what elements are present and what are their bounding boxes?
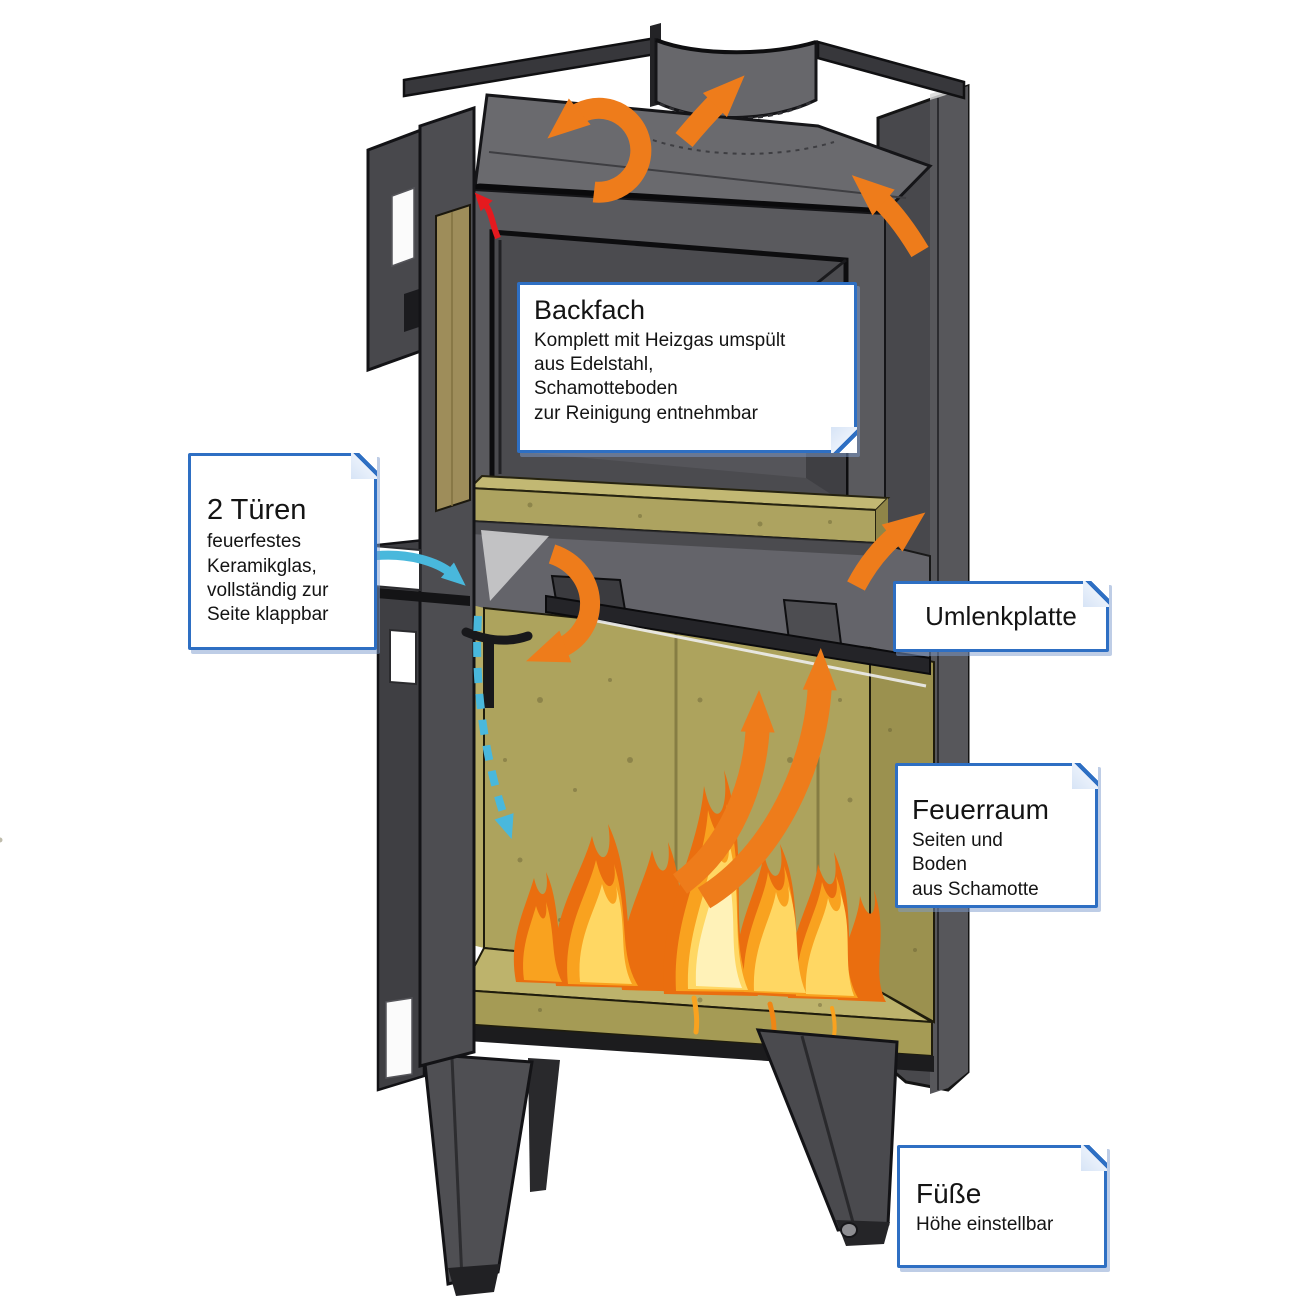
note-line: Keramikglas, [207, 555, 317, 577]
note-title: Backfach [534, 295, 646, 325]
leg-front-left [422, 1052, 534, 1286]
adjustable-foot-knob [840, 1222, 858, 1238]
note-backfach: Backfach Komplett mit Heizgas umspült au… [517, 282, 857, 453]
heat-arrow-chimney [675, 75, 745, 147]
note-title: 2 Türen [207, 494, 307, 526]
note-title: Füße [916, 1178, 982, 1209]
heat-arrow-firebox-outer [697, 648, 837, 909]
heat-arrow-top-left [547, 97, 652, 203]
heat-arrow-top-right [851, 175, 929, 258]
note-line: Seite klappbar [207, 603, 329, 625]
heat-flow-arrows [526, 75, 929, 909]
heat-arrow-firebox-inner [672, 690, 775, 894]
air-arrow-inlet [371, 550, 466, 586]
note-title: Umlenkplatte [925, 600, 1077, 631]
air-flow-arrows [371, 550, 514, 840]
heat-arrow-deflector [526, 544, 601, 663]
note-line: zur Reinigung entnehmbar [534, 402, 758, 424]
page-fold-icon [1083, 581, 1109, 607]
heat-arrow-mid-right [847, 512, 926, 591]
note-line: feuerfestes [207, 531, 301, 553]
note-title: Feuerraum [912, 794, 1049, 825]
note-line: Höhe einstellbar [916, 1214, 1054, 1236]
page-fold-icon [1072, 763, 1098, 789]
stove-legs [422, 1028, 899, 1296]
note-line: Boden [912, 854, 967, 876]
page-fold-icon [1081, 1145, 1107, 1171]
door-glass-section [389, 628, 417, 686]
note-line: Schamotteboden [534, 378, 678, 400]
air-arrow-window-wash [473, 615, 514, 840]
page-fold-icon [351, 453, 377, 479]
flames [513, 770, 886, 1043]
note-line: vollständig zur [207, 579, 329, 601]
door-column [359, 105, 533, 1092]
note-line: aus Edelstahl, [534, 354, 654, 376]
note-line: aus Schamotte [912, 878, 1039, 900]
note-tueren: 2 Türen feuerfestes Keramikglas, vollstä… [188, 453, 377, 650]
door-handle [461, 627, 533, 645]
page-fold-icon [831, 427, 857, 453]
note-line: Seiten und [912, 830, 1003, 852]
note-line: Komplett mit Heizgas umspült [534, 330, 786, 352]
note-umlenkplatte: Umlenkplatte [893, 581, 1109, 652]
wood-insulation-strip [435, 203, 471, 513]
seal-detail-arrow [474, 192, 501, 240]
note-feuerraum: Feuerraum Seiten und Boden aus Schamotte [895, 763, 1098, 908]
note-fuesse: Füße Höhe einstellbar [897, 1145, 1107, 1268]
